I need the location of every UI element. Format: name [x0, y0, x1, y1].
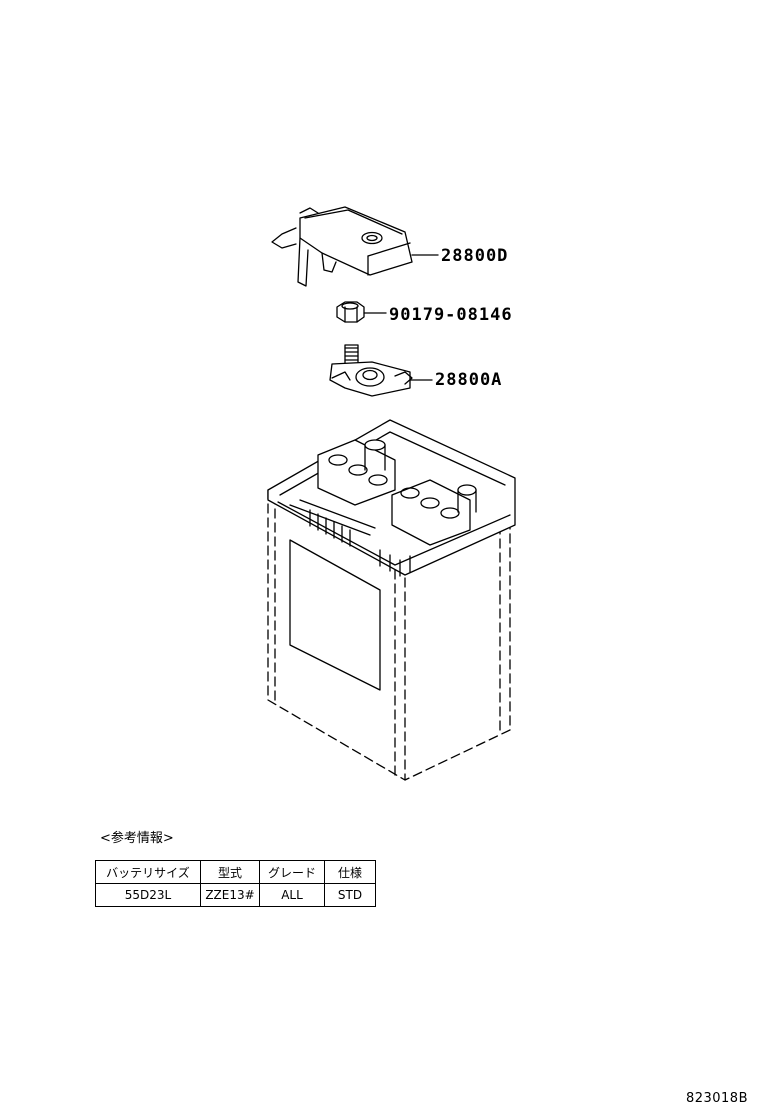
column-header: バッテリサイズ [95, 860, 201, 884]
table-cell: STD [324, 883, 376, 907]
drawing-code: 823018B [685, 1091, 748, 1106]
callout-28800a: 28800A [435, 370, 503, 390]
table-cell: ALL [259, 883, 325, 907]
table-row: 55D23L ZZE13# ALL STD [95, 883, 376, 907]
table-cell: ZZE13# [200, 883, 260, 907]
column-header: 仕様 [324, 860, 376, 884]
battery-drawing [267, 419, 516, 781]
callout-28800d: 28800D [441, 246, 509, 266]
terminal-clamp-drawing [329, 344, 433, 397]
column-header: グレード [259, 860, 325, 884]
table-header-row: バッテリサイズ 型式 グレード 仕様 [95, 860, 376, 884]
nut-drawing [336, 301, 387, 323]
callout-90179-08146: 90179-08146 [389, 305, 513, 325]
vent-ridges [309, 509, 411, 577]
reference-info-heading: <参考情報> [100, 831, 174, 846]
table-cell: 55D23L [95, 883, 201, 907]
reference-info-table: バッテリサイズ 型式 グレード 仕様 55D23L ZZE13# ALL STD [95, 860, 376, 907]
terminal-cover-drawing [271, 206, 439, 287]
column-header: 型式 [200, 860, 260, 884]
